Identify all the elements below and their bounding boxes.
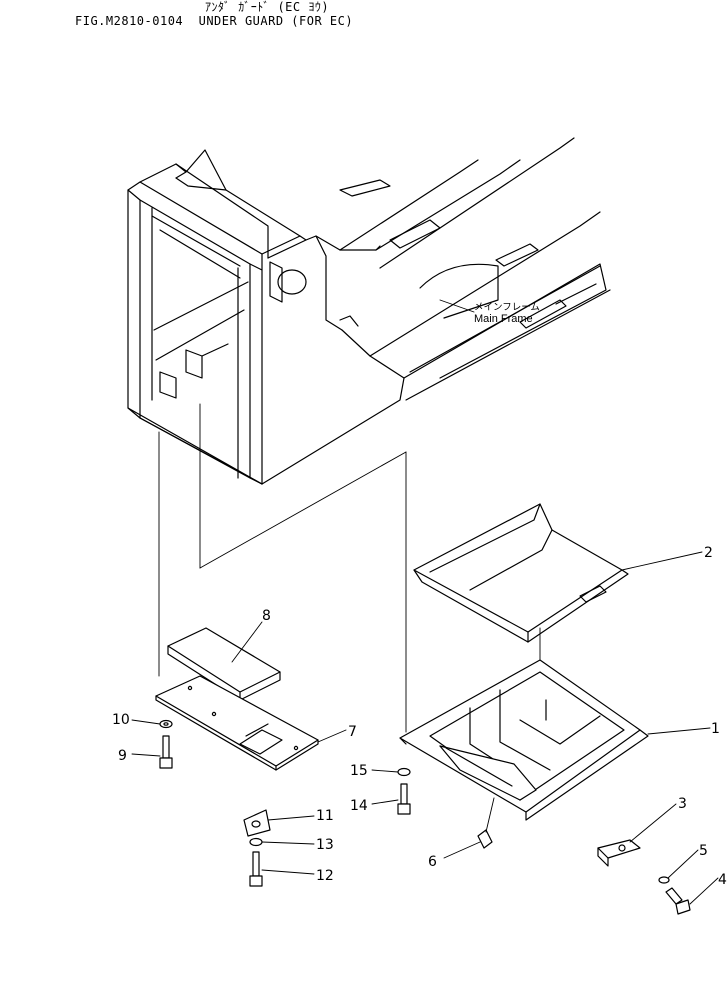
part-14-15-bolt-washer (397, 767, 411, 815)
callout-12: 12 (316, 868, 334, 884)
part-4-5-bolt-washer (658, 876, 691, 915)
callout-leaders (131, 299, 719, 905)
main-frame-drawing (127, 137, 611, 485)
callout-15: 15 (350, 763, 368, 779)
callout-11: 11 (316, 808, 334, 824)
part-9-10-bolt-washer (159, 719, 173, 769)
part-8-pad (167, 627, 281, 701)
callout-6: 6 (428, 854, 437, 870)
part-7-cover (155, 675, 319, 771)
callout-5: 5 (699, 843, 708, 859)
assembly-guide-lines (158, 403, 541, 751)
callout-7: 7 (348, 724, 357, 740)
part-3-bracket (597, 839, 641, 867)
part-11-12-13-bracket-bolt-washer (243, 809, 271, 887)
callout-1: 1 (711, 721, 720, 737)
callout-14: 14 (350, 798, 368, 814)
main-frame-label-kana: メインフレーム (474, 302, 540, 313)
part-2-cover-plate (413, 503, 629, 643)
figure-title: FIG.M2810-0104 UNDER GUARD (FOR EC) (75, 14, 354, 28)
callout-10: 10 (112, 712, 130, 728)
part-1-under-guard (399, 659, 649, 821)
main-frame-label: Main Frame (474, 313, 533, 325)
figure-title-kana: ｱﾝﾀﾞ ｶﾞｰﾄﾞ (EC ﾖｳ) (205, 0, 330, 14)
callout-9: 9 (118, 748, 127, 764)
callout-8: 8 (262, 608, 271, 624)
part-6-plug (477, 797, 495, 849)
callout-4: 4 (718, 872, 727, 888)
callout-3: 3 (678, 796, 687, 812)
callout-13: 13 (316, 837, 334, 853)
callout-2: 2 (704, 545, 713, 561)
